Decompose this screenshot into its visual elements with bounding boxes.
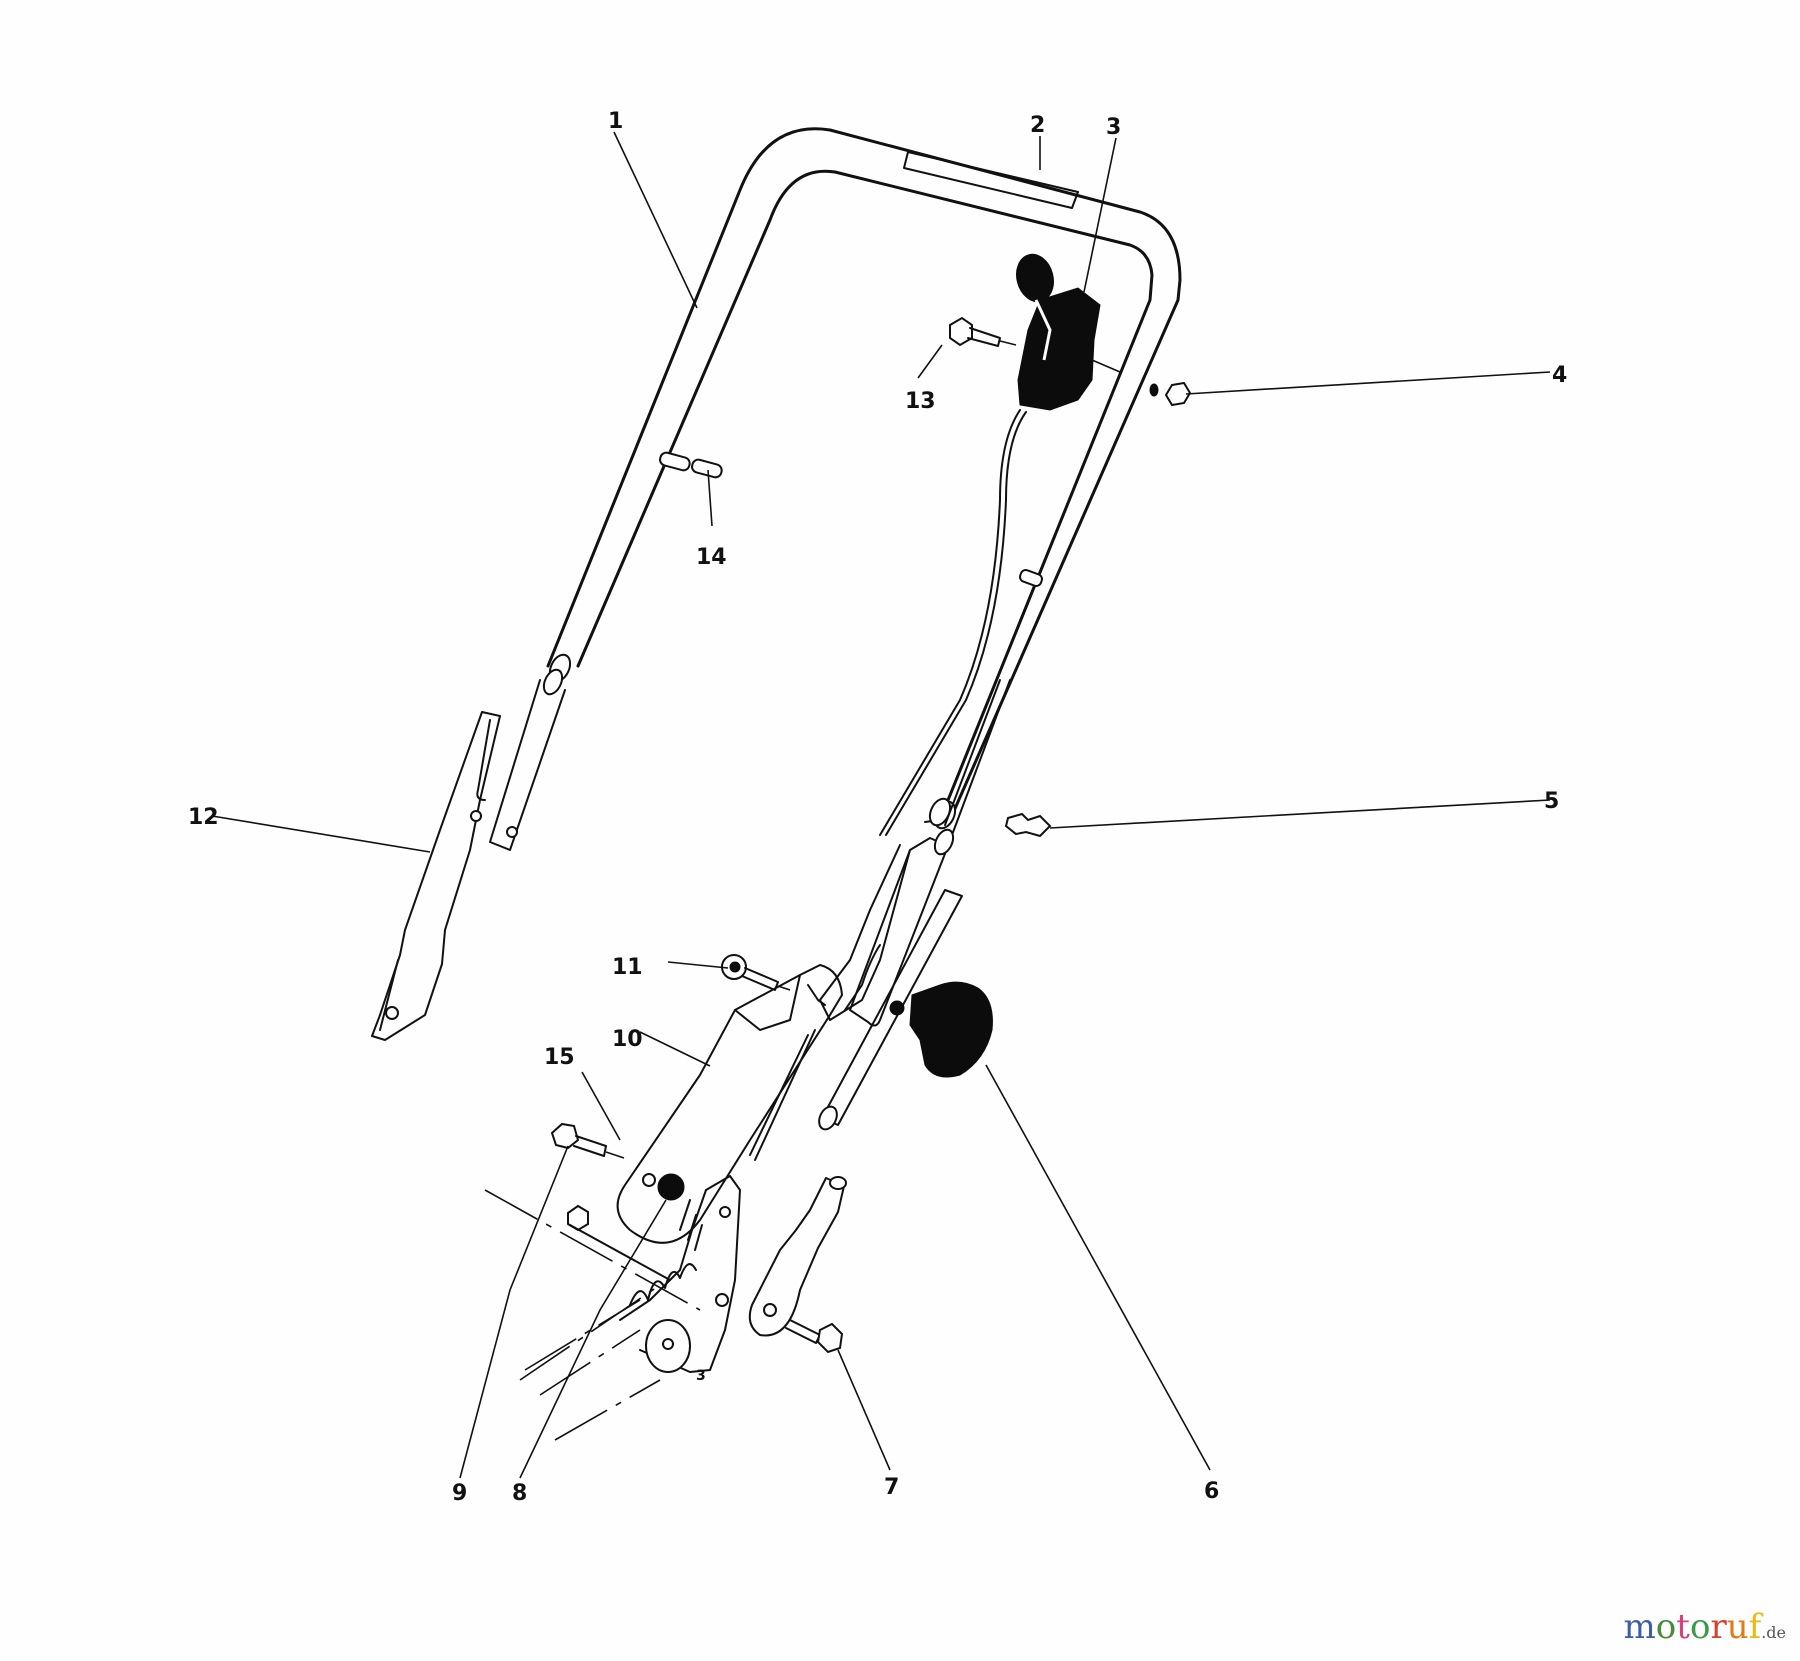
callout-11: 11 xyxy=(612,955,643,980)
callout-9: 9 xyxy=(452,1481,467,1506)
callout-12: 12 xyxy=(188,805,219,830)
callout-15: 15 xyxy=(544,1045,575,1070)
callout-1: 1 xyxy=(608,109,623,134)
upper-handle xyxy=(546,127,1182,830)
motoruf-watermark: motoruf.de xyxy=(1624,1607,1786,1647)
watermark-letter: o xyxy=(1655,1607,1677,1647)
plate-marking: 3 xyxy=(696,1368,706,1384)
throttle-control xyxy=(1016,253,1121,411)
callout-labels: 1 2 3 4 5 6 7 8 9 10 11 12 13 14 15 xyxy=(188,109,1567,1506)
middle-handle-left xyxy=(489,668,566,851)
watermark-letter: f xyxy=(1748,1607,1762,1647)
bolt-11 xyxy=(721,954,791,991)
bolt-13 xyxy=(949,316,1017,347)
callout-8: 8 xyxy=(512,1481,527,1506)
callout-13: 13 xyxy=(905,389,936,414)
callout-10: 10 xyxy=(612,1027,643,1052)
watermark-letter: u xyxy=(1726,1607,1749,1647)
watermark-letter: r xyxy=(1710,1607,1727,1647)
callout-3: 3 xyxy=(1106,115,1121,140)
bolt-7 xyxy=(785,1319,844,1354)
lower-handle-10 xyxy=(616,964,843,1244)
watermark-letter: t xyxy=(1676,1607,1690,1647)
wing-nut-5 xyxy=(1004,812,1052,838)
watermark-letter: o xyxy=(1689,1607,1711,1647)
watermark-tld: .de xyxy=(1761,1623,1786,1642)
callout-6: 6 xyxy=(1204,1479,1219,1504)
callout-4: 4 xyxy=(1552,363,1567,388)
grip-sleeve xyxy=(903,151,1079,209)
height-adjust-plate: 3 xyxy=(619,1175,741,1384)
callout-2: 2 xyxy=(1030,113,1045,138)
pins-14 xyxy=(659,451,723,479)
callout-7: 7 xyxy=(884,1475,899,1500)
knob-6 xyxy=(889,981,993,1078)
bolt-15 xyxy=(550,1122,625,1159)
callout-14: 14 xyxy=(696,545,727,570)
watermark-letter: m xyxy=(1623,1607,1656,1647)
deck-edge-lines xyxy=(484,1189,701,1441)
washer-8 xyxy=(657,1173,685,1201)
nut-9 xyxy=(567,1204,589,1232)
leader-lines xyxy=(211,131,1551,1479)
throttle-cable xyxy=(879,409,1027,836)
callout-5: 5 xyxy=(1544,789,1559,814)
pivot-bracket xyxy=(748,1176,847,1337)
nut-4 xyxy=(1149,381,1192,407)
middle-handle-right xyxy=(818,679,1011,1131)
lower-left-bracket xyxy=(371,711,501,1041)
